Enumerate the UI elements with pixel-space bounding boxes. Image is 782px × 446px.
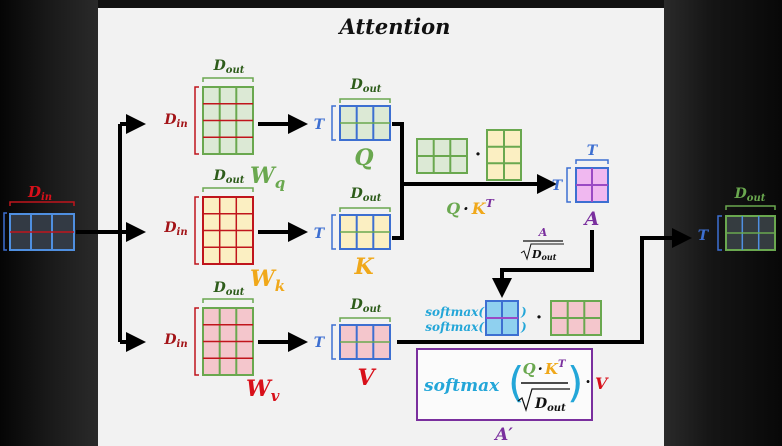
input-t-bracket: [3, 212, 7, 251]
q-dout-bracket: [339, 98, 391, 103]
wv-dout-label: Dout: [213, 280, 245, 298]
q-dout-label: Dout: [350, 77, 382, 95]
a-label: A: [583, 208, 600, 230]
wv-din-bracket: [194, 307, 199, 376]
softmax-a-matrix: [485, 300, 519, 336]
formula-denominator: Dout: [534, 396, 566, 414]
v-dout-label: Dout: [350, 297, 382, 315]
output-dout-bracket: [725, 205, 776, 210]
wq-label: Wq: [250, 163, 285, 192]
wk-matrix: [202, 196, 254, 265]
scale-arrow: [492, 230, 594, 298]
formula-dot: ·: [585, 372, 591, 391]
k-dout-bracket: [339, 207, 391, 212]
a-t-top-bracket: [575, 159, 609, 164]
wk-dout-label: Dout: [213, 168, 245, 186]
softmax-dot: ·: [536, 307, 542, 328]
a-prime-label: A′: [493, 425, 513, 445]
qkt-kt-matrix: [486, 129, 522, 181]
v-t-bracket: [331, 324, 336, 360]
projection-arrows: [258, 114, 308, 352]
a-t-top-label: T: [587, 143, 599, 159]
v-label: V: [357, 365, 376, 391]
input-dim-bracket: [9, 201, 75, 206]
softmax-close-1: ): [520, 305, 527, 319]
wk-dout-bracket: [202, 187, 254, 192]
v-t-label: T: [314, 335, 326, 351]
output-matrix: [725, 215, 776, 251]
wv-din-label: Din: [163, 332, 187, 350]
output-t-label: T: [698, 228, 710, 244]
softmax-label-2: softmax(: [425, 320, 485, 334]
output-t-bracket: [717, 215, 722, 251]
formula-open-paren: (: [508, 358, 524, 407]
wv-dout-bracket: [202, 298, 254, 303]
q-t-label: T: [314, 117, 326, 133]
k-matrix: [339, 214, 391, 250]
a-t-left-label: T: [552, 178, 564, 194]
wk-din-label: Din: [163, 220, 187, 238]
k-label: K: [353, 254, 374, 280]
wq-din-bracket: [194, 86, 199, 155]
scale-numerator: A: [538, 226, 548, 239]
input-dim-label: Din: [27, 183, 52, 203]
input-matrix: [9, 213, 75, 251]
wv-matrix: [202, 307, 254, 376]
qkt-expression: Q·KT: [446, 197, 494, 218]
qkt-dot: ·: [475, 144, 481, 165]
formula-box: [416, 348, 593, 421]
k-dout-label: Dout: [350, 186, 382, 204]
softmax-label-1: softmax(: [425, 305, 485, 319]
output-arrow: [397, 228, 692, 344]
formula-numerator: Q·KT: [523, 359, 567, 378]
output-dout-label: Dout: [734, 186, 766, 204]
formula-softmax: softmax: [423, 376, 500, 396]
wq-dout-bracket: [202, 77, 254, 82]
scale-fraction: A Dout: [520, 226, 564, 262]
q-matrix: [339, 105, 391, 141]
formula-v: V: [595, 374, 609, 393]
v-matrix: [339, 324, 391, 360]
softmax-v-matrix: [550, 300, 602, 336]
q-t-bracket: [331, 105, 336, 141]
a-t-left-bracket: [566, 167, 571, 203]
a-matrix: [575, 167, 609, 203]
v-dout-bracket: [339, 317, 391, 322]
qk-merge-lines: [392, 122, 557, 240]
qkt-q-matrix: [416, 138, 468, 174]
formula-close-paren: ): [567, 358, 583, 407]
k-t-label: T: [314, 226, 326, 242]
wk-din-bracket: [194, 196, 199, 265]
wv-label: Wv: [246, 376, 280, 405]
scale-denominator: Dout: [531, 248, 557, 262]
formula-sqrt: [517, 388, 570, 413]
wq-dout-label: Dout: [213, 58, 245, 76]
softmax-close-2: ): [520, 320, 527, 334]
q-label: Q: [354, 145, 373, 171]
wq-din-label: Din: [163, 112, 187, 130]
input-fanout-arrows: [76, 114, 146, 352]
wq-matrix: [202, 86, 254, 155]
wk-label: Wk: [250, 266, 285, 295]
title: Attention: [338, 14, 451, 39]
k-t-bracket: [331, 214, 336, 250]
